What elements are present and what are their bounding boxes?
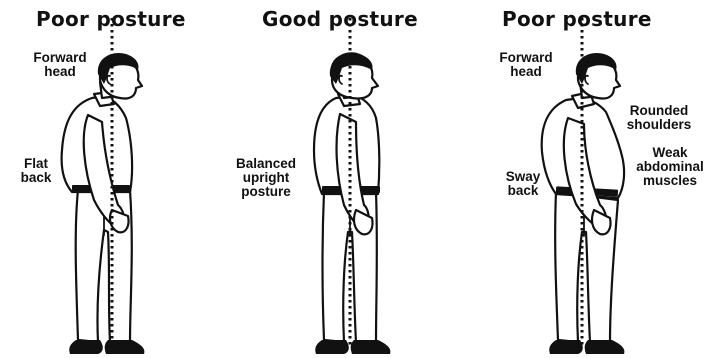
figure-good-posture [314, 18, 390, 354]
panel-3-title: Poor posture [502, 7, 652, 31]
panel-2-title: Good posture [262, 7, 418, 31]
label-weak-abdominal-muscles: Weak abdominal muscles [622, 146, 718, 188]
label-forward-head-2: Forward head [486, 51, 566, 79]
label-forward-head-1: Forward head [20, 51, 100, 79]
panel-1-title: Poor posture [36, 7, 186, 31]
label-flat-back: Flat back [14, 157, 58, 185]
label-rounded-shoulders: Rounded shoulders [612, 104, 706, 132]
label-balanced-upright-posture: Balanced upright posture [222, 157, 310, 199]
label-sway-back: Sway back [496, 170, 550, 198]
